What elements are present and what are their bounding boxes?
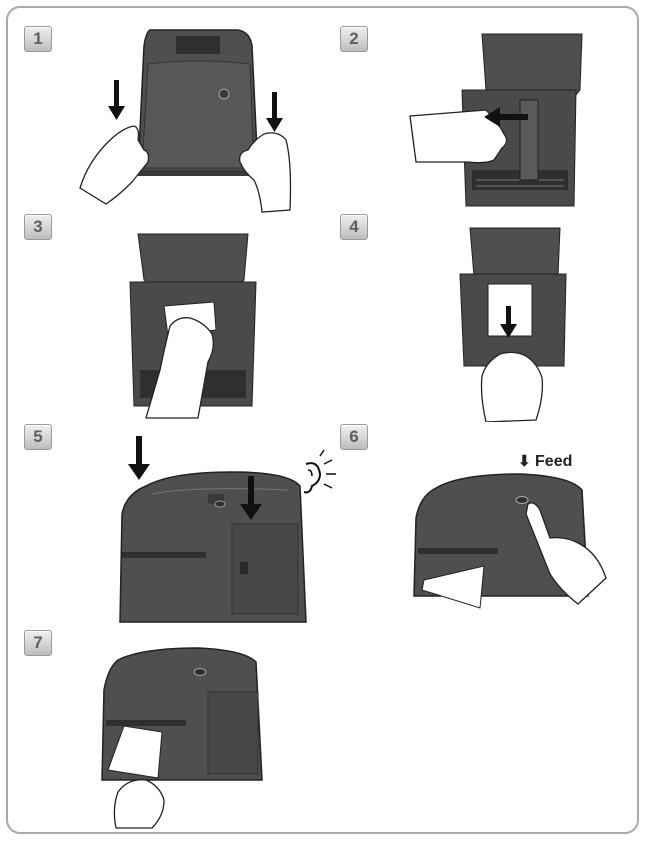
step-badge-5: 5 <box>24 424 52 450</box>
hand-icon <box>525 502 607 605</box>
step-badge-4: 4 <box>340 214 368 240</box>
down-arrow-icon <box>108 80 125 120</box>
step-7-illustration <box>101 647 263 829</box>
hand-icon <box>79 125 150 205</box>
down-arrow-icon <box>500 306 517 338</box>
step-6-illustration <box>413 473 607 609</box>
step-3-illustration <box>129 233 257 419</box>
down-arrow-icon <box>266 92 283 132</box>
step-5-illustration <box>119 436 336 623</box>
step-4-illustration <box>459 227 567 422</box>
left-arrow-icon <box>484 107 528 127</box>
hand-icon <box>239 132 292 213</box>
hand-icon <box>113 779 165 829</box>
step-1-illustration <box>79 29 292 213</box>
step-badge-1: 1 <box>24 26 52 52</box>
hand-icon <box>145 317 214 419</box>
step-badge-7: 7 <box>24 630 52 656</box>
down-arrow-icon: ⬇ <box>518 453 531 470</box>
step-2-illustration <box>409 33 583 207</box>
down-arrow-icon <box>128 436 150 480</box>
step-badge-6: 6 <box>340 424 368 450</box>
step-badge-3: 3 <box>24 214 52 240</box>
hand-icon <box>480 351 544 422</box>
feed-label: ⬇ Feed <box>518 453 573 470</box>
down-arrow-icon <box>240 476 262 520</box>
ear-icon <box>303 449 336 494</box>
step-badge-2: 2 <box>340 26 368 52</box>
